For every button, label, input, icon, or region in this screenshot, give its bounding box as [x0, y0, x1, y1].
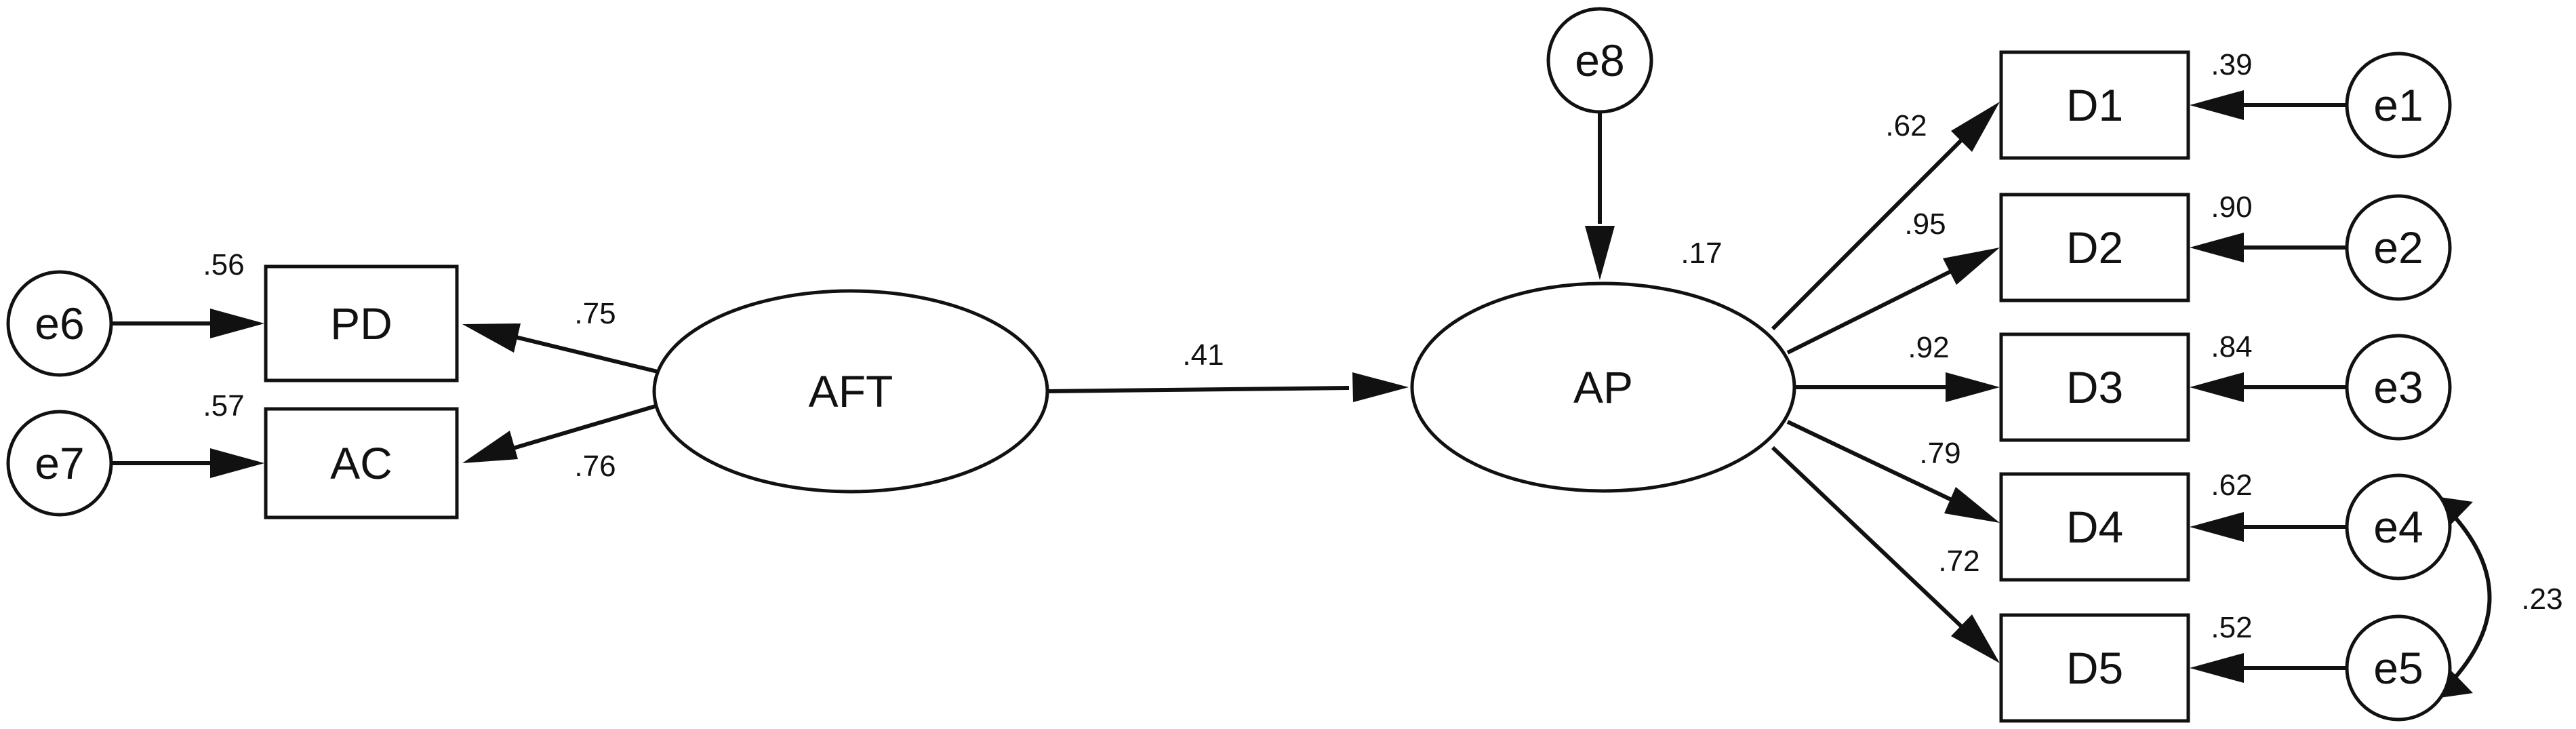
latent-aft: AFT: [652, 289, 1049, 494]
latent-ap: AP: [1410, 281, 1796, 493]
ap-label: AP: [1573, 362, 1633, 412]
e5-label: e5: [2373, 643, 2423, 693]
edge-aft-pd: [501, 332, 658, 374]
edge-ap-d2: [1786, 269, 1954, 355]
error-e1: e1: [2345, 52, 2452, 159]
edge-e4-e5-covariance: [2442, 503, 2492, 692]
arrowhead-e2-d2: [2190, 233, 2244, 262]
edge-ap-d1: [1771, 134, 1968, 331]
d3-label: D3: [2066, 362, 2123, 412]
coef-ap-d1: .62: [1885, 109, 1927, 142]
error-e7: e7: [6, 410, 113, 517]
e2-label: e2: [2373, 222, 2423, 273]
error-e2: e2: [2345, 194, 2452, 301]
latent-variables: AFT AP: [652, 281, 1796, 494]
arrowhead-aft-ap: [1352, 372, 1409, 402]
edge-aft-ap: [1047, 386, 1350, 393]
arrowhead-e3-d3: [2190, 372, 2244, 402]
error-e8: e8: [1546, 7, 1653, 114]
observed-d2: D2: [1999, 193, 2190, 302]
error-e3: e3: [2345, 334, 2452, 441]
arrowhead-aft-ac: [462, 431, 518, 463]
edge-ap-d5: [1771, 446, 1968, 633]
arrowhead-e1-d1: [2190, 90, 2244, 120]
aft-label: AFT: [809, 366, 893, 416]
error-e5: e5: [2345, 614, 2452, 722]
observed-variables: PD AC D1 D2 D3 D4 D5: [264, 50, 2190, 723]
coefficient-labels: .56 .57 .75 .76 .41 .17 .62 .95 .92 .79 …: [203, 48, 2562, 644]
coef-e4-e5-cov: .23: [2521, 583, 2562, 616]
arrowhead-d2: [1943, 248, 2000, 285]
arrowhead-d4: [1944, 487, 2000, 523]
arrowhead-d1: [1951, 102, 2000, 152]
d1-label: D1: [2066, 80, 2123, 130]
observed-ac: AC: [264, 407, 459, 519]
observed-d4: D4: [1999, 472, 2190, 582]
observed-pd: PD: [264, 264, 459, 382]
observed-d3: D3: [1999, 332, 2190, 442]
observed-d1: D1: [1999, 50, 2190, 160]
e8-label: e8: [1575, 35, 1624, 85]
coef-d2-r2: .90: [2211, 191, 2252, 224]
coef-d4-r2: .62: [2211, 469, 2252, 502]
arrowhead-pd: [210, 309, 264, 338]
arrowhead-aft-pd: [462, 323, 521, 353]
coef-d5-r2: .52: [2211, 611, 2252, 644]
coef-aft-ac: .76: [574, 450, 616, 483]
e3-label: e3: [2373, 362, 2423, 412]
coef-ap-d5: .72: [1938, 545, 1979, 578]
coef-ap-d3: .92: [1908, 331, 1949, 364]
arrowhead-d3: [1946, 372, 2000, 402]
edges: [110, 90, 2492, 698]
error-terms: e6 e7 e8 e1 e2 e3 e4 e5: [6, 7, 2452, 722]
coef-ap-d4: .79: [1919, 437, 1960, 470]
d5-label: D5: [2066, 643, 2123, 693]
error-e4: e4: [2345, 473, 2452, 580]
arrowhead-ac: [210, 448, 264, 478]
e4-label: e4: [2373, 502, 2423, 552]
coef-ac-r2: .57: [203, 389, 244, 422]
error-e6: e6: [6, 270, 113, 377]
arrowhead-e4-d4: [2190, 512, 2244, 542]
d2-label: D2: [2066, 222, 2123, 273]
arrowhead-e8-ap: [1585, 226, 1615, 280]
coef-pd-r2: .56: [203, 248, 244, 281]
e6-label: e6: [35, 298, 84, 349]
coef-d3-r2: .84: [2211, 330, 2252, 363]
coef-ap-d2: .95: [1904, 208, 1946, 241]
coef-ap-r2: .17: [1681, 237, 1722, 270]
edge-aft-ac: [501, 403, 658, 454]
edge-ap-d4: [1786, 420, 1957, 504]
arrowhead-d5: [1951, 614, 2000, 663]
e7-label: e7: [35, 438, 84, 488]
coef-d1-r2: .39: [2211, 48, 2252, 81]
arrowhead-e5-d5: [2190, 653, 2244, 683]
coef-aft-ap: .41: [1182, 338, 1224, 372]
d4-label: D4: [2066, 502, 2123, 552]
coef-aft-pd: .75: [574, 297, 616, 330]
observed-d5: D5: [1999, 613, 2190, 723]
ac-label: AC: [330, 438, 393, 488]
e1-label: e1: [2373, 80, 2423, 130]
pd-label: PD: [330, 298, 393, 349]
